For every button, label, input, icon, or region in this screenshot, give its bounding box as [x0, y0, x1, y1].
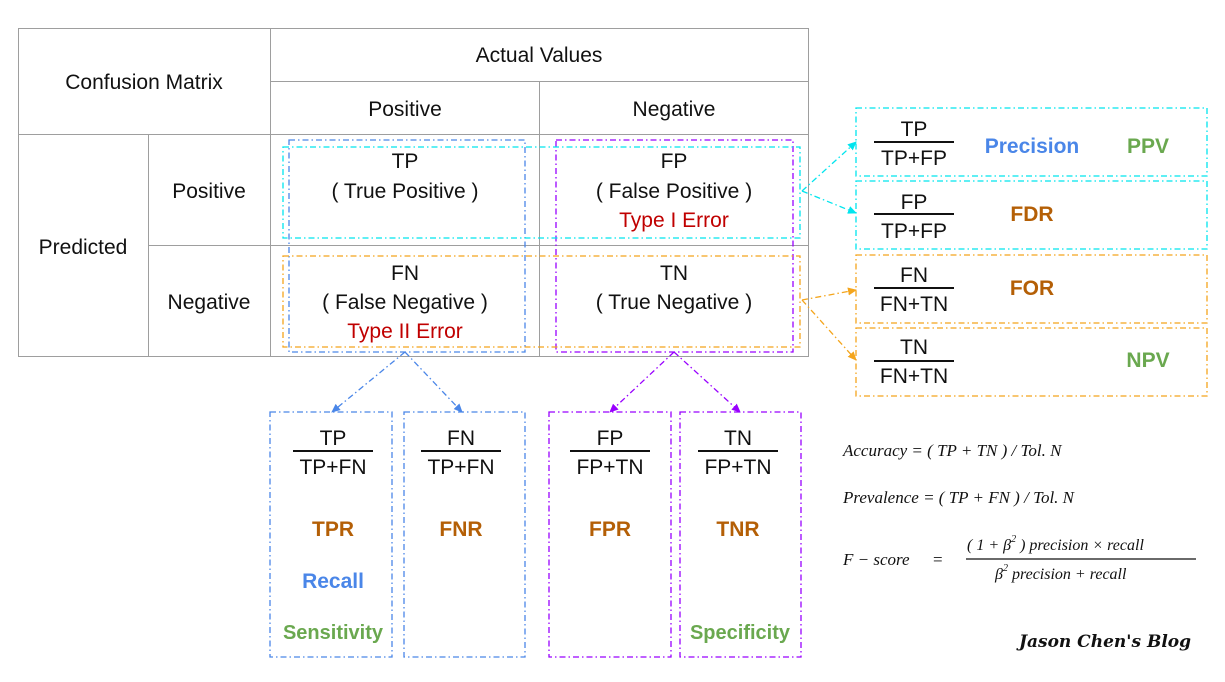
- fscore-lhs: F − score: [842, 550, 910, 569]
- actual-values-header: Actual Values: [476, 44, 603, 67]
- fscore-denominator: β2 precision + recall: [994, 563, 1127, 583]
- fnr-label: FNR: [439, 518, 482, 541]
- predicted-negative-label: Negative: [168, 291, 251, 314]
- arrow-to-tnr: [673, 351, 741, 413]
- tn-full: ( True Negative ): [596, 291, 752, 314]
- for-numerator: FN: [900, 264, 928, 287]
- fdr-numerator: FP: [901, 191, 928, 214]
- arrow-to-for: [801, 287, 857, 301]
- predicted-positive-row-highlight: [282, 146, 801, 239]
- fp-abbr: FP: [661, 150, 688, 173]
- tnr-denominator: FP+TN: [704, 456, 771, 479]
- tpr-box: [269, 411, 393, 658]
- fscore-equals: =: [933, 550, 943, 569]
- npv-numerator: TN: [900, 336, 928, 359]
- fdr-label: FDR: [1010, 203, 1053, 226]
- fp-full: ( False Positive ): [596, 180, 752, 203]
- arrow-to-fpr: [609, 351, 675, 413]
- fpr-numerator: FP: [597, 427, 624, 450]
- fn-full: ( False Negative ): [322, 291, 488, 314]
- fnr-box: [403, 411, 526, 658]
- predicted-negative-row-highlight: [282, 255, 801, 348]
- npv-denominator: FN+TN: [880, 365, 948, 388]
- sensitivity-label: Sensitivity: [283, 622, 384, 644]
- ppv-label: PPV: [1127, 135, 1169, 158]
- actual-positive-label: Positive: [368, 98, 442, 121]
- actual-negative-label: Negative: [633, 98, 716, 121]
- tnr-box: [679, 411, 802, 658]
- predicted-header: Predicted: [39, 236, 128, 259]
- predicted-positive-label: Positive: [172, 180, 246, 203]
- recall-label: Recall: [302, 570, 364, 593]
- table-title: Confusion Matrix: [65, 71, 223, 94]
- tp-abbr: TP: [392, 150, 419, 173]
- fp-error: Type I Error: [619, 209, 729, 232]
- for-box: [855, 254, 1208, 324]
- tnr-numerator: TN: [724, 427, 752, 450]
- fpr-box: [548, 411, 672, 658]
- ppv-box: [855, 107, 1208, 177]
- fdr-box: [855, 180, 1208, 250]
- tpr-label: TPR: [312, 518, 354, 541]
- arrow-to-fnr: [404, 351, 463, 413]
- fn-abbr: FN: [391, 262, 419, 285]
- ppv-denominator: TP+FP: [881, 147, 947, 170]
- table-outline: [18, 28, 809, 357]
- tpr-denominator: TP+FN: [299, 456, 366, 479]
- specificity-label: Specificity: [690, 622, 791, 644]
- for-label: FOR: [1010, 277, 1054, 300]
- fnr-denominator: TP+FN: [427, 456, 494, 479]
- fscore-numerator: ( 1 + β2 ) precision × recall: [967, 534, 1144, 554]
- accuracy-formula: Accuracy = ( TP + TN ) / Tol. N: [842, 441, 1063, 460]
- arrow-to-tpr: [331, 351, 406, 413]
- npv-label: NPV: [1126, 349, 1169, 372]
- fpr-label: FPR: [589, 518, 631, 541]
- npv-box: [855, 327, 1208, 397]
- fnr-numerator: FN: [447, 427, 475, 450]
- tn-abbr: TN: [660, 262, 688, 285]
- arrow-to-fdr: [801, 190, 857, 214]
- precision-label: Precision: [985, 135, 1080, 158]
- fdr-denominator: TP+FP: [881, 220, 947, 243]
- ppv-numerator: TP: [901, 118, 928, 141]
- for-denominator: FN+TN: [880, 293, 948, 316]
- tpr-numerator: TP: [320, 427, 347, 450]
- matrix-grid: [18, 28, 809, 357]
- fn-error: Type II Error: [347, 320, 463, 343]
- arrow-to-ppv: [801, 141, 857, 192]
- prevalence-formula: Prevalence = ( TP + FN ) / Tol. N: [842, 488, 1076, 507]
- fpr-denominator: FP+TN: [576, 456, 643, 479]
- actual-positive-column-highlight: [288, 139, 526, 353]
- tnr-label: TNR: [716, 518, 759, 541]
- tp-full: ( True Positive ): [331, 180, 478, 203]
- arrow-to-npv: [801, 299, 857, 361]
- blog-signature: Jason Chen's Blog: [1016, 632, 1191, 652]
